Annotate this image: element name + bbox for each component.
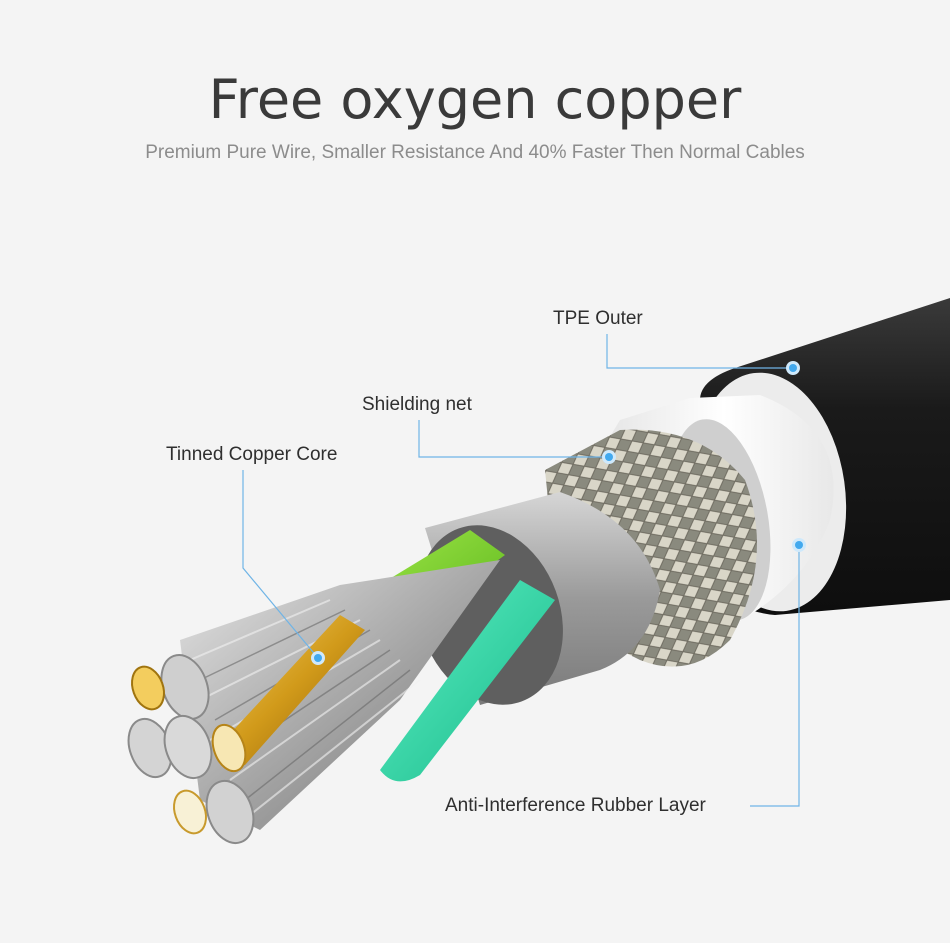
callout-dot-tpe [786, 361, 800, 375]
label-tinned-copper-core: Tinned Copper Core [166, 444, 338, 465]
callout-dot-rubber [792, 538, 806, 552]
callout-lines [242, 334, 800, 807]
callout-dot-copper [311, 651, 325, 665]
copper-conductor-bottom [173, 789, 207, 835]
page-subtitle: Premium Pure Wire, Smaller Resistance An… [145, 142, 805, 163]
page-title: Free oxygen copper [208, 68, 742, 131]
copper-conductor-left [131, 665, 165, 711]
callout-dot-shielding [602, 450, 616, 464]
label-tpe-outer: TPE Outer [553, 308, 643, 329]
teal-wire [380, 580, 555, 782]
copper-conductor-main [211, 615, 365, 773]
strand-end-middle [163, 715, 213, 779]
label-anti-interference-rubber-layer: Anti-Interference Rubber Layer [445, 795, 706, 816]
label-shielding-net: Shielding net [362, 394, 472, 415]
strand-end-bottom [205, 780, 255, 844]
